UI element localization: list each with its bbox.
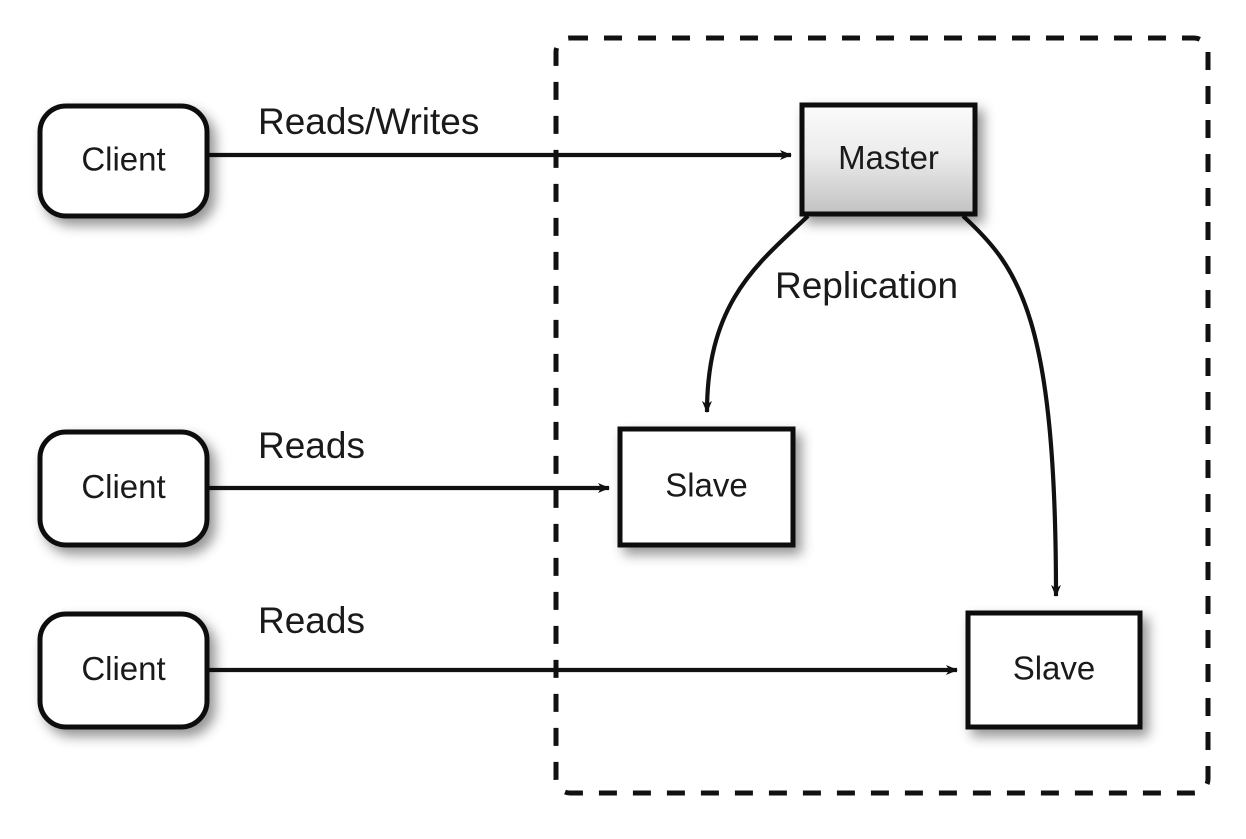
node-client-top[interactable]: Client — [37, 103, 210, 219]
node-slave-middle[interactable]: Slave — [617, 426, 796, 548]
node-client-middle-label: Client — [81, 468, 165, 505]
node-client-top-label: Client — [81, 141, 165, 178]
edge-label-reads-writes: Reads/Writes — [258, 101, 479, 142]
node-client-bottom-label: Client — [81, 650, 165, 687]
edge-label-replication: Replication — [775, 265, 958, 306]
edge-label-reads-bottom: Reads — [258, 600, 365, 641]
edge-layer — [207, 150, 1061, 675]
edge-master-slave-middle — [702, 214, 810, 413]
node-master[interactable]: Master — [799, 102, 978, 217]
node-master-label: Master — [838, 139, 939, 176]
node-client-middle[interactable]: Client — [37, 429, 210, 548]
edge-label-reads-middle: Reads — [258, 425, 365, 466]
node-slave-middle-label: Slave — [665, 467, 748, 504]
node-slave-bottom-label: Slave — [1013, 650, 1096, 687]
edge-label-layer: Reads/Writes Replication Reads Reads — [258, 101, 958, 641]
node-client-bottom[interactable]: Client — [37, 611, 210, 730]
database-cluster-boundary — [553, 35, 1211, 796]
node-slave-bottom[interactable]: Slave — [965, 610, 1143, 730]
edge-master-slave-bottom — [961, 214, 1061, 597]
